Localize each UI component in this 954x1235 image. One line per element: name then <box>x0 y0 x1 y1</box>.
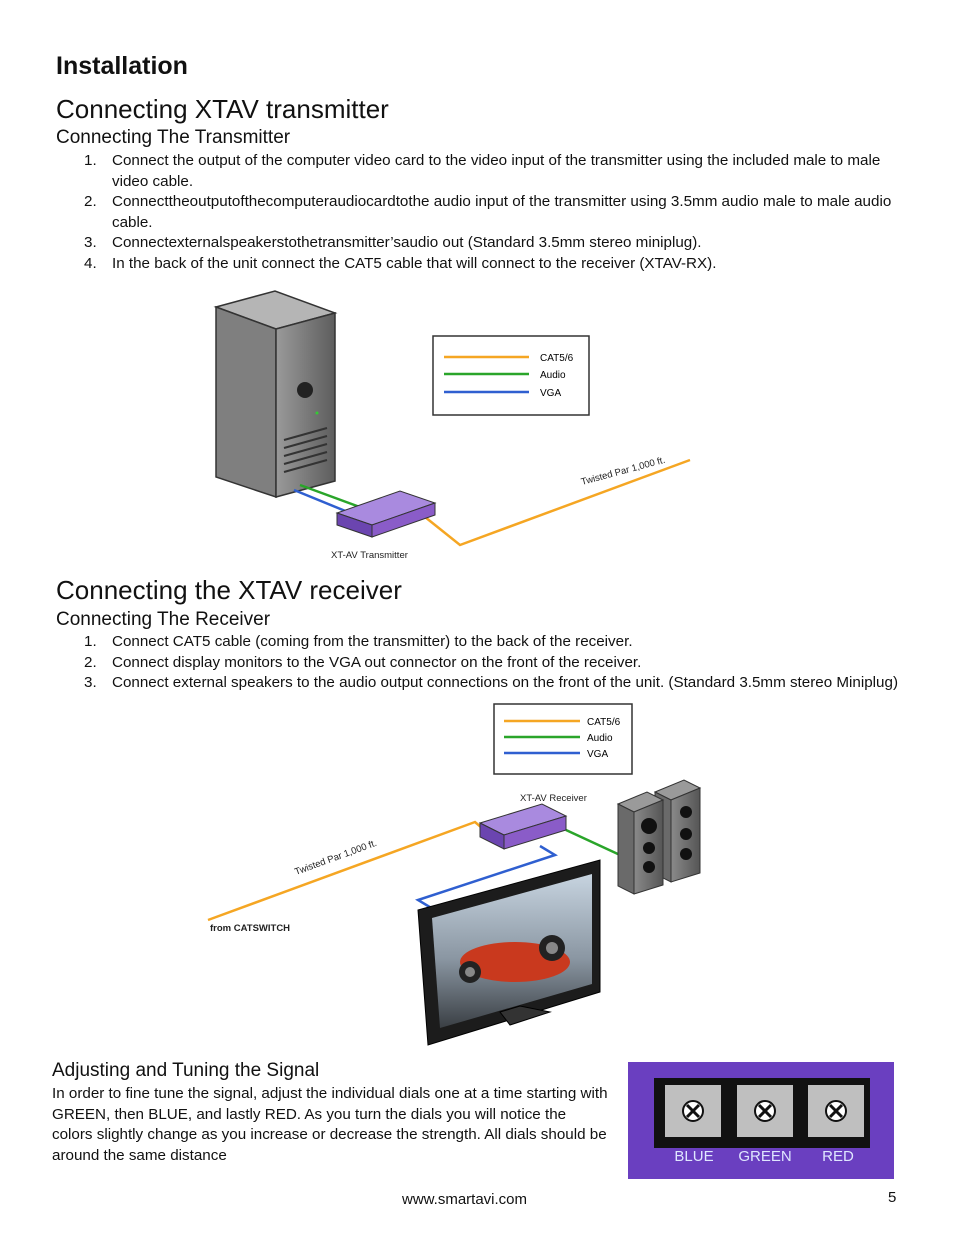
vga-cable <box>415 844 558 914</box>
dial-knob-icon <box>825 1100 847 1122</box>
receiver-diagram: CAT5/6 Audio VGA XT-AV Receiver Twisted … <box>207 703 702 1046</box>
blue-dial[interactable] <box>665 1085 721 1137</box>
audio-cable <box>565 828 621 857</box>
dials-panel: BLUE GREEN RED <box>628 1062 894 1179</box>
cat5-cable <box>424 458 691 547</box>
dial-label-red: RED <box>822 1148 854 1165</box>
device-label: XT-AV Receiver <box>520 793 587 804</box>
legend-cat5: CAT5/6 <box>587 717 621 728</box>
list-item: 2.Connect display monitors to the VGA ou… <box>84 653 642 671</box>
device-label: XT-AV Transmitter <box>331 550 408 561</box>
tuning-body: In order to fine tune the signal, adjust… <box>52 1085 608 1164</box>
green-dial[interactable] <box>737 1085 793 1137</box>
transmitter-steps: 1.Connect the output of the computer vid… <box>56 151 906 274</box>
tuning-title: Adjusting and Tuning the Signal <box>52 1060 320 1081</box>
list-item: 2.Connecttheoutputofthecomputeraudiocard… <box>84 193 892 231</box>
transmitter-diagram: XT-AV Transmitter Twisted Par 1,000 ft. … <box>213 290 691 561</box>
page-heading: Installation <box>56 52 188 80</box>
list-item: 1.Connect CAT5 cable (coming from the tr… <box>84 633 633 650</box>
dial-knob-icon <box>682 1100 704 1122</box>
speakers-icon <box>616 779 702 895</box>
legend-vga: VGA <box>540 388 561 399</box>
dial-label-blue: BLUE <box>674 1148 714 1165</box>
receiver-section-title: Connecting the XTAV receiver <box>56 575 402 605</box>
footer-url: www.smartavi.com <box>402 1191 528 1208</box>
transmitter-section-title: Connecting XTAV transmitter <box>56 94 389 124</box>
legend: CAT5/6 Audio VGA <box>432 335 590 416</box>
transmitter-device-icon <box>335 490 437 538</box>
list-item: 4.In the back of the unit connect the CA… <box>84 254 717 272</box>
legend: CAT5/6 Audio VGA <box>493 703 633 775</box>
list-item: 3.Connectexternalspeakerstothetransmitte… <box>84 234 702 251</box>
receiver-device-icon <box>478 803 568 850</box>
receiver-steps: 1.Connect CAT5 cable (coming from the tr… <box>56 632 906 694</box>
dial-knob-icon <box>754 1100 776 1122</box>
list-item: 1.Connect the output of the computer vid… <box>84 152 881 190</box>
list-item: 3.Connect external speakers to the audio… <box>84 674 898 691</box>
legend-audio: Audio <box>587 733 613 744</box>
monitor-icon <box>417 859 601 1046</box>
dial-label-green: GREEN <box>738 1148 792 1165</box>
page-number: 5 <box>888 1189 897 1206</box>
source-label: from CATSWITCH <box>210 923 290 934</box>
red-dial[interactable] <box>808 1085 864 1137</box>
transmitter-subtitle: Connecting The Transmitter <box>56 127 291 148</box>
legend-cat5: CAT5/6 <box>540 353 574 364</box>
legend-audio: Audio <box>540 370 566 381</box>
legend-vga: VGA <box>587 749 608 760</box>
cable-label: Twisted Par 1,000 ft. <box>580 455 667 488</box>
receiver-subtitle: Connecting The Receiver <box>56 609 271 630</box>
computer-tower-icon <box>213 290 338 499</box>
